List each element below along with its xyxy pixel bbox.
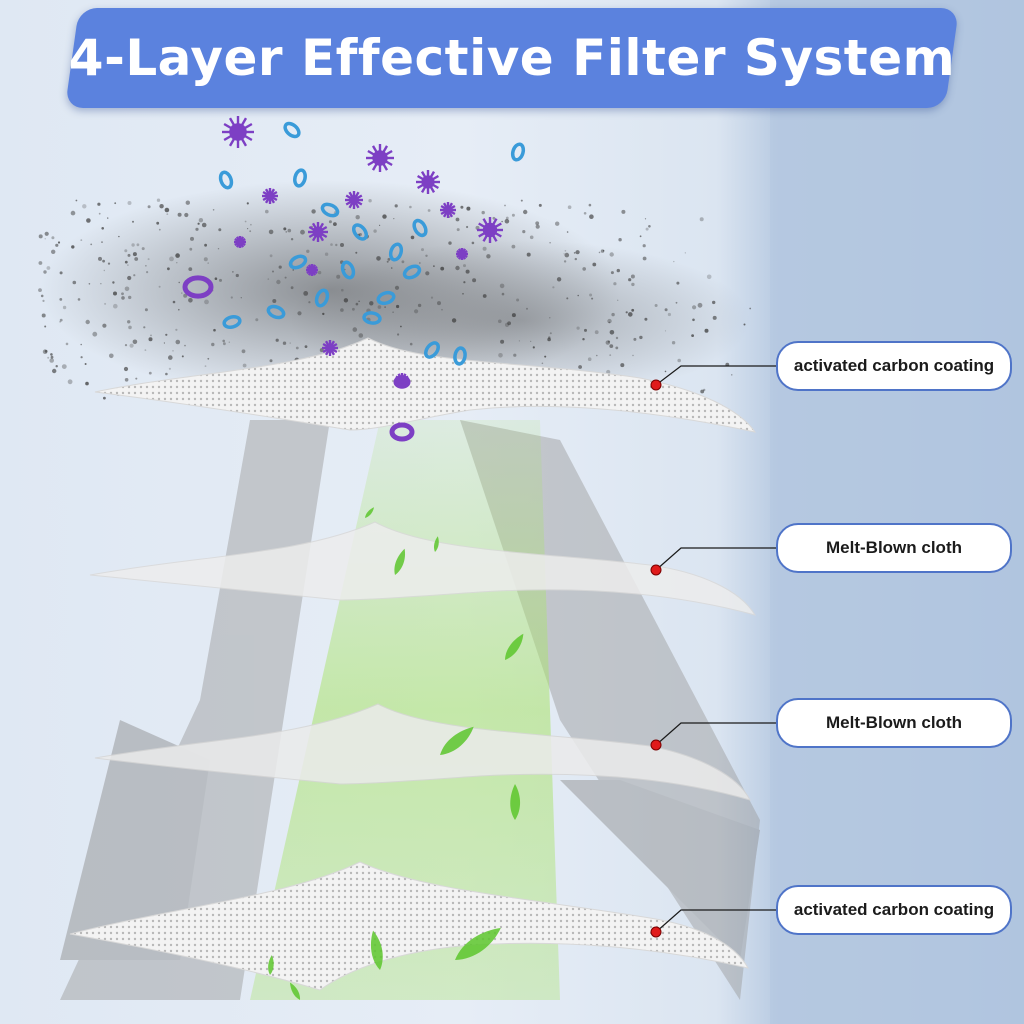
- ring-particle: [393, 375, 411, 389]
- blue-particle: [412, 218, 428, 238]
- purple-particle: [366, 144, 394, 172]
- leaf: [434, 536, 439, 552]
- layer-label-2: Melt-Blown cloth: [776, 523, 1012, 573]
- blue-particle: [266, 304, 286, 320]
- page-title: 4-Layer Effective Filter System: [68, 29, 956, 87]
- leaf: [268, 955, 274, 975]
- purple-particle: [416, 170, 440, 194]
- filter-layer-4: [69, 861, 749, 991]
- purple-particle: [345, 191, 363, 209]
- callout-marker: [650, 379, 662, 391]
- purple-particle: [262, 188, 278, 204]
- blue-particle: [218, 170, 234, 190]
- blue-particle: [283, 121, 301, 139]
- leaf: [505, 633, 524, 660]
- layer-label-4: activated carbon coating: [776, 885, 1012, 935]
- ring-particle: [182, 275, 214, 299]
- purple-particle: [222, 116, 254, 148]
- layer-label-3: Melt-Blown cloth: [776, 698, 1012, 748]
- blue-particle: [288, 254, 308, 270]
- blue-particle: [362, 311, 382, 325]
- callout-marker: [650, 926, 662, 938]
- blue-particle: [402, 264, 422, 280]
- ring-particle: [389, 422, 415, 442]
- wall-panel: [770, 0, 1024, 1024]
- leaf: [510, 784, 521, 820]
- leaf: [370, 930, 383, 970]
- purple-particle: [306, 264, 318, 276]
- callout-marker: [650, 739, 662, 751]
- leaf: [440, 726, 474, 755]
- purple-particle: [234, 236, 246, 248]
- blue-particle: [222, 314, 242, 330]
- callout-marker: [650, 564, 662, 576]
- blue-particle: [376, 290, 396, 306]
- leader-line: [655, 365, 776, 386]
- blue-particle: [340, 260, 356, 280]
- blue-particle: [320, 202, 340, 218]
- leaf: [455, 927, 501, 960]
- purple-particle: [477, 217, 503, 243]
- blue-particle: [314, 288, 330, 308]
- filter-layer-2: [89, 521, 757, 616]
- purple-particle: [456, 248, 468, 260]
- leader-line: [655, 547, 776, 571]
- blue-particle: [388, 242, 404, 262]
- leaves: [268, 507, 524, 1000]
- purple-particle: [308, 222, 328, 242]
- purple-particle: [440, 202, 456, 218]
- blue-particle: [351, 223, 369, 241]
- leader-line: [655, 722, 776, 746]
- filter-layer-3: [94, 703, 751, 801]
- leaf: [394, 548, 405, 575]
- leader-line: [655, 909, 776, 933]
- blue-particle: [423, 341, 441, 359]
- callouts: [650, 365, 776, 938]
- purple-particle: [322, 340, 338, 356]
- pollutant-particles: [182, 116, 526, 442]
- blue-particle: [510, 142, 526, 162]
- blue-particle: [293, 168, 307, 188]
- filter-layer-1: [94, 337, 757, 433]
- leaf: [365, 507, 374, 518]
- leaf: [290, 982, 301, 1000]
- layer-label-1: activated carbon coating: [776, 341, 1012, 391]
- blue-particle: [453, 346, 467, 366]
